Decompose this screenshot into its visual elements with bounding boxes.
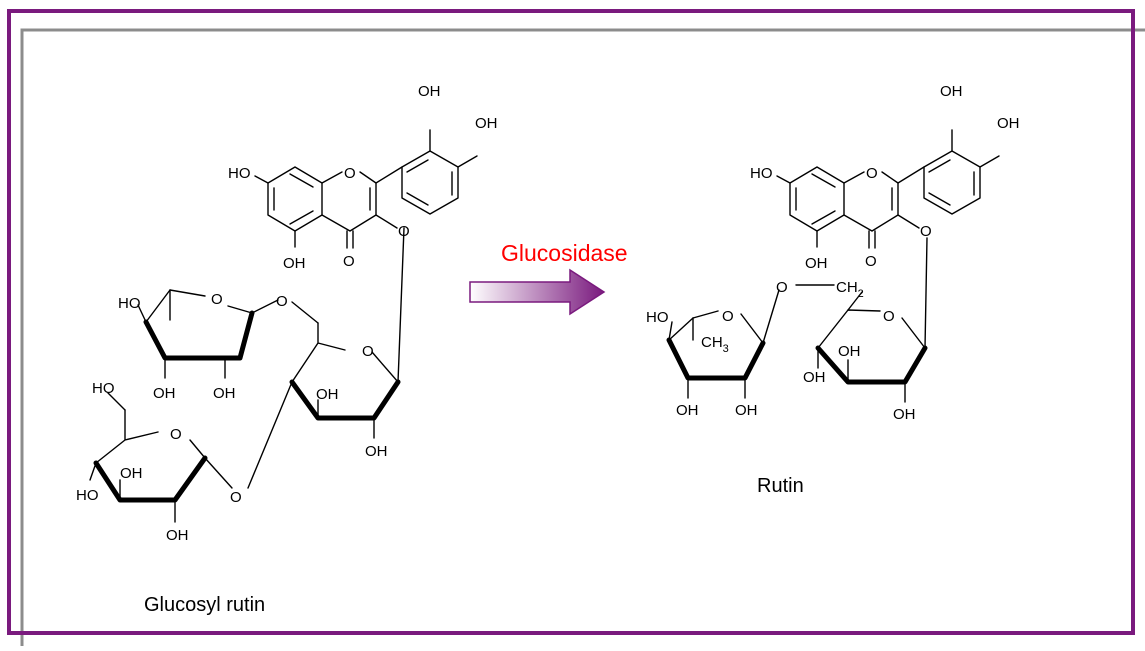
label-o: O [170,426,182,443]
label-o: O [276,293,288,310]
outer-frame [7,9,1135,635]
label-oh: OH [676,402,699,419]
atom-labels-left: OH OH HO O O OH O HO O O O OH OH HO OH O… [76,83,498,544]
glucose-ring-bottom [89,392,233,523]
label-o: O [722,308,734,325]
label-o: O [776,279,788,296]
substrate-name: Glucosyl rutin [144,594,265,616]
label-oh: OH [283,255,306,272]
label-oh: OH [838,343,861,360]
label-o: O [865,253,877,270]
reaction-arrow [469,268,606,316]
label-oh: OH [418,83,441,100]
glucosyl-rutin-structure: OH OH HO O O OH O HO O O O OH OH HO OH O… [76,83,498,544]
label-ho: HO [76,487,99,504]
rutin-structure: OH OH HO O O OH O O CH2 HO O O CH3 OH OH… [646,83,1020,423]
label-oh: OH [153,385,176,402]
rhamnose-ring-right [666,284,863,399]
label-oh: OH [803,369,826,386]
rhamnose-ring-left [137,289,319,379]
label-o: O [344,165,356,182]
label-o: O [883,308,895,325]
label-oh: OH [475,115,498,132]
label-o: O [920,223,932,240]
label-oh: OH [120,465,143,482]
atom-labels-right: OH OH HO O O OH O O CH2 HO O O CH3 OH OH… [646,83,1020,423]
enzyme-label: Glucosidase [501,240,628,266]
inner-frame [20,28,1145,651]
label-oh: OH [316,386,339,403]
glucose-ring-right [815,237,928,403]
label-oh: OH [940,83,963,100]
label-ho: HO [228,165,251,182]
label-oh: OH [805,255,828,272]
label-o: O [230,489,242,506]
label-o: O [362,343,374,360]
label-oh: OH [735,402,758,419]
label-o: O [343,253,355,270]
label-oh: OH [997,115,1020,132]
label-ch2: CH2 [836,279,864,300]
label-oh: OH [893,406,916,423]
label-ho: HO [92,380,115,397]
label-oh: OH [213,385,236,402]
label-o: O [866,165,878,182]
label-ho: HO [118,295,141,312]
label-oh: OH [166,527,189,544]
label-oh: OH [365,443,388,460]
quercetin-aglycone-right [776,129,1000,249]
product-name: Rutin [757,475,804,497]
label-o: O [211,291,223,308]
label-ho: HO [646,309,669,326]
glucose-ring-center [247,227,405,489]
label-ho: HO [750,165,773,182]
label-ch3: CH3 [701,334,729,355]
quercetin-aglycone-left [254,129,478,249]
label-o: O [398,223,410,240]
